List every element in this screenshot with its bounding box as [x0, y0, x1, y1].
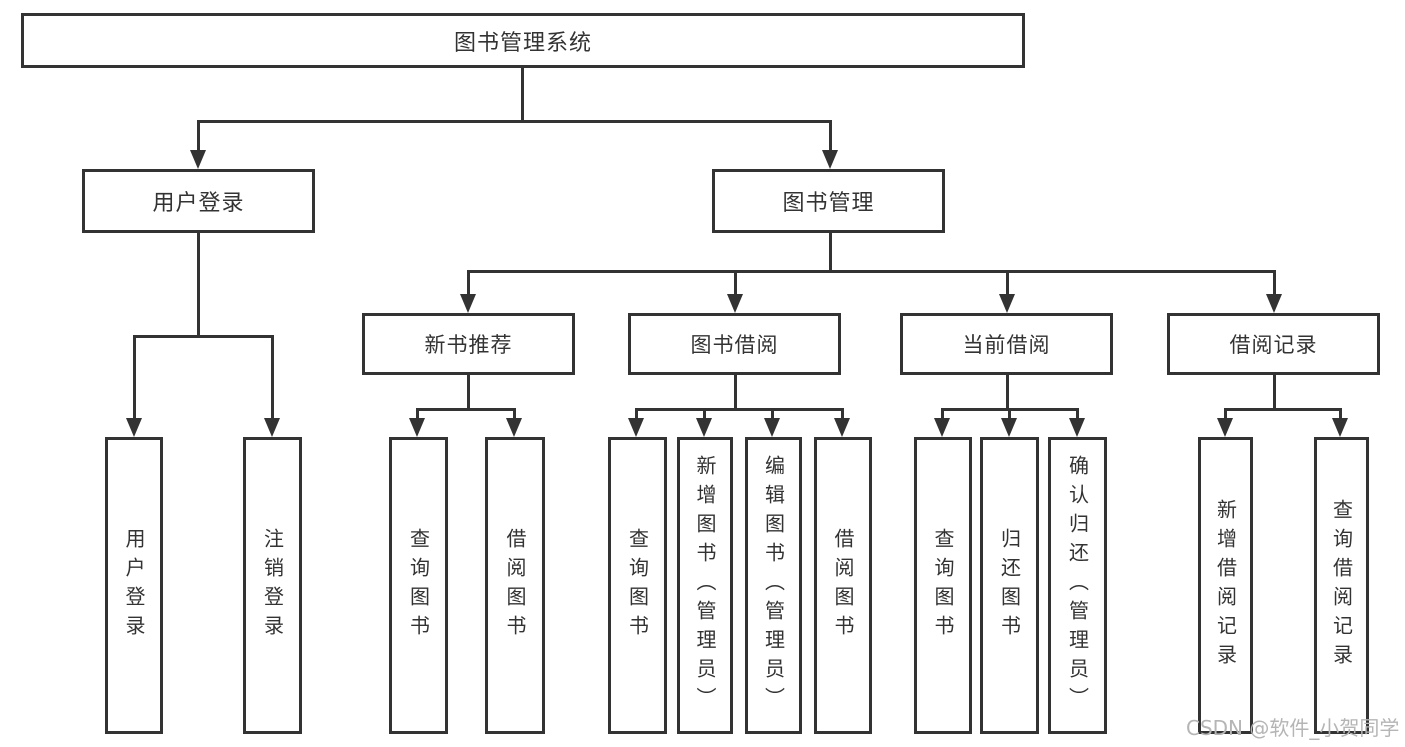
- connector-drop-cb1: [941, 408, 944, 419]
- connector-drop-bb1: [635, 408, 638, 419]
- node-leaf-query-books-3: 查询图书: [914, 437, 972, 734]
- connector-drop-cb3: [1076, 408, 1079, 419]
- node-leaf-borrow-books-2: 借阅图书: [814, 437, 872, 734]
- connector-drop-bb3: [771, 408, 774, 419]
- node-new-book-recommend: 新书推荐: [362, 313, 575, 375]
- node-leaf-query-borrow-record: 查询借阅记录: [1314, 437, 1369, 734]
- arrow-nb1: [409, 418, 425, 437]
- connector-currentborrow-stem: [1006, 375, 1009, 408]
- arrow-borrow-records: [1266, 294, 1282, 313]
- connector-newbook-hbar: [416, 408, 516, 411]
- node-leaf-borrow-books-1: 借阅图书: [485, 437, 545, 734]
- node-leaf-edit-books-admin: 编辑图书（管理员）: [745, 437, 802, 734]
- arrow-bb4: [834, 418, 850, 437]
- arrow-user-login: [190, 150, 206, 169]
- arrow-bb2: [696, 418, 712, 437]
- connector-drop-borrow-records: [1273, 270, 1276, 296]
- connector-drop-cb2: [1008, 408, 1011, 419]
- arrow-bb1: [628, 418, 644, 437]
- arrow-br1: [1217, 418, 1233, 437]
- arrow-leaf-logout: [264, 418, 280, 437]
- arrow-bb3: [764, 418, 780, 437]
- connector-user-stem: [197, 233, 200, 335]
- node-current-borrow: 当前借阅: [900, 313, 1113, 375]
- csdn-watermark: CSDN @软件_小贺同学: [1186, 716, 1400, 740]
- node-book-management: 图书管理: [712, 169, 945, 233]
- node-leaf-add-books-admin: 新增图书（管理员）: [677, 437, 733, 734]
- arrow-book-management: [822, 150, 838, 169]
- node-leaf-query-books-2: 查询图书: [608, 437, 667, 734]
- connector-drop-nb2: [513, 408, 516, 419]
- connector-drop-nb1: [416, 408, 419, 419]
- node-root-system: 图书管理系统: [21, 13, 1025, 68]
- connector-drop-book-borrow: [734, 270, 737, 296]
- node-leaf-query-books-1: 查询图书: [389, 437, 448, 734]
- connector-drop-leaf-login: [133, 335, 136, 419]
- node-book-borrow: 图书借阅: [628, 313, 841, 375]
- node-user-login: 用户登录: [82, 169, 315, 233]
- arrow-nb2: [506, 418, 522, 437]
- connector-newbook-stem: [467, 375, 470, 408]
- arrow-cb1: [934, 418, 950, 437]
- node-leaf-return-books: 归还图书: [980, 437, 1039, 734]
- connector-drop-bb2: [703, 408, 706, 419]
- connector-drop-leaf-logout: [271, 335, 274, 419]
- arrow-br2: [1332, 418, 1348, 437]
- connector-drop-br1: [1224, 408, 1227, 419]
- connector-root-hbar: [197, 120, 832, 123]
- arrow-leaf-login: [126, 418, 142, 437]
- node-leaf-logout: 注销登录: [243, 437, 302, 734]
- connector-root-stem: [521, 68, 524, 120]
- arrow-current-borrow: [999, 294, 1015, 313]
- connector-book-stem: [829, 233, 832, 270]
- connector-drop-user-login: [197, 120, 200, 151]
- connector-drop-bb4: [841, 408, 844, 419]
- arrow-new-book: [460, 294, 476, 313]
- node-leaf-confirm-return-admin: 确认归还（管理员）: [1048, 437, 1107, 734]
- connector-drop-br2: [1339, 408, 1342, 419]
- connector-book-hbar: [467, 270, 1276, 273]
- connector-records-hbar: [1224, 408, 1342, 411]
- connector-drop-new-book: [467, 270, 470, 296]
- node-leaf-user-login: 用户登录: [105, 437, 163, 734]
- arrow-cb2: [1001, 418, 1017, 437]
- connector-drop-book-management: [829, 120, 832, 151]
- node-borrow-records: 借阅记录: [1167, 313, 1380, 375]
- connector-user-hbar: [133, 335, 274, 338]
- connector-records-stem: [1273, 375, 1276, 408]
- connector-bookborrow-stem: [734, 375, 737, 408]
- node-leaf-add-borrow-record: 新增借阅记录: [1198, 437, 1253, 734]
- arrow-cb3: [1069, 418, 1085, 437]
- connector-drop-current-borrow: [1006, 270, 1009, 296]
- connector-bookborrow-hbar: [635, 408, 844, 411]
- arrow-book-borrow: [727, 294, 743, 313]
